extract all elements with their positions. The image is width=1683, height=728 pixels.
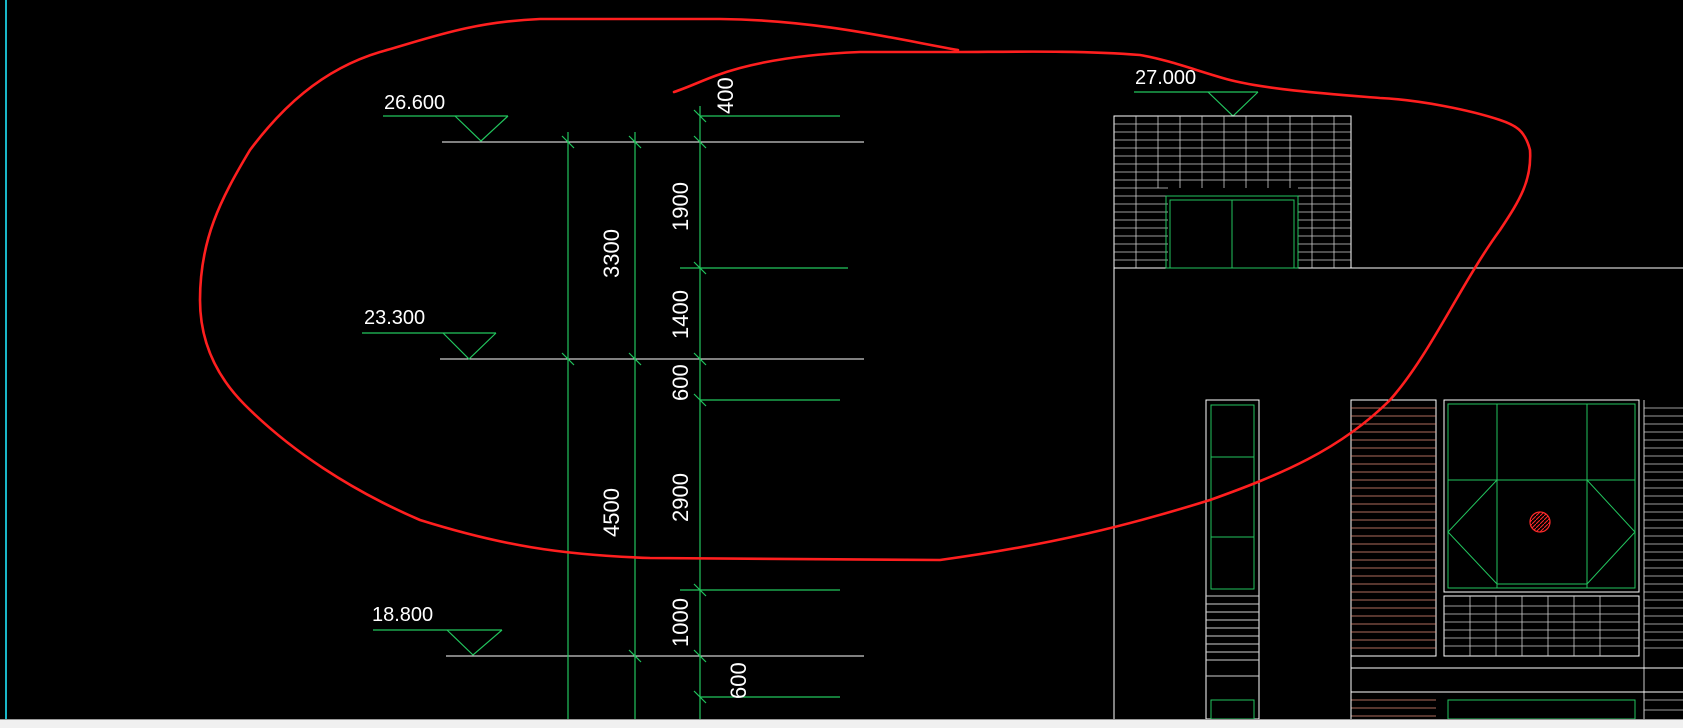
elevation-label-18800: 18.800 [372, 604, 433, 626]
elevation-marker-26600[interactable] [383, 115, 509, 142]
hatched-circle-icon [1529, 511, 1551, 533]
right-siding [1643, 400, 1683, 719]
elevation-marker-23300[interactable] [362, 332, 497, 360]
elevation-triangle-icon [1207, 91, 1259, 117]
dimension-text-600-upper: 600 [668, 364, 693, 401]
elevation-label-26600: 26.600 [384, 92, 445, 114]
dimension-text-2900: 2900 [668, 473, 693, 522]
building-elevation[interactable] [1113, 115, 1683, 719]
elevation-marker-27000[interactable] [1134, 91, 1259, 117]
dimension-text-1900: 1900 [668, 182, 693, 231]
dimension-text-3300: 3300 [599, 229, 624, 278]
elevation-label-23300: 23.300 [364, 307, 425, 329]
elevation-triangle-icon [454, 115, 509, 142]
parapet-siding [1114, 116, 1351, 268]
elevation-label-27000: 27.000 [1135, 67, 1196, 89]
elevation-marker-18800[interactable] [373, 629, 503, 656]
roof-door [1165, 195, 1299, 269]
viewport-left-border [5, 0, 7, 719]
dimension-text-4500: 4500 [599, 488, 624, 537]
narrow-window [1205, 399, 1260, 719]
dimension-text-600-lower: 600 [726, 662, 751, 699]
elevation-triangle-icon [446, 629, 503, 656]
red-freehand-loop-icon[interactable] [198, 17, 1532, 562]
dimension-text-400: 400 [713, 77, 738, 114]
dimension-text-1000: 1000 [668, 598, 693, 647]
feature-window [1443, 399, 1640, 719]
status-bar [0, 719, 1683, 728]
dimension-chains [561, 106, 848, 719]
level-lines [440, 141, 864, 657]
elevation-triangle-icon [442, 332, 497, 360]
dimension-text-1400: 1400 [668, 290, 693, 339]
brick-column [1350, 399, 1683, 719]
